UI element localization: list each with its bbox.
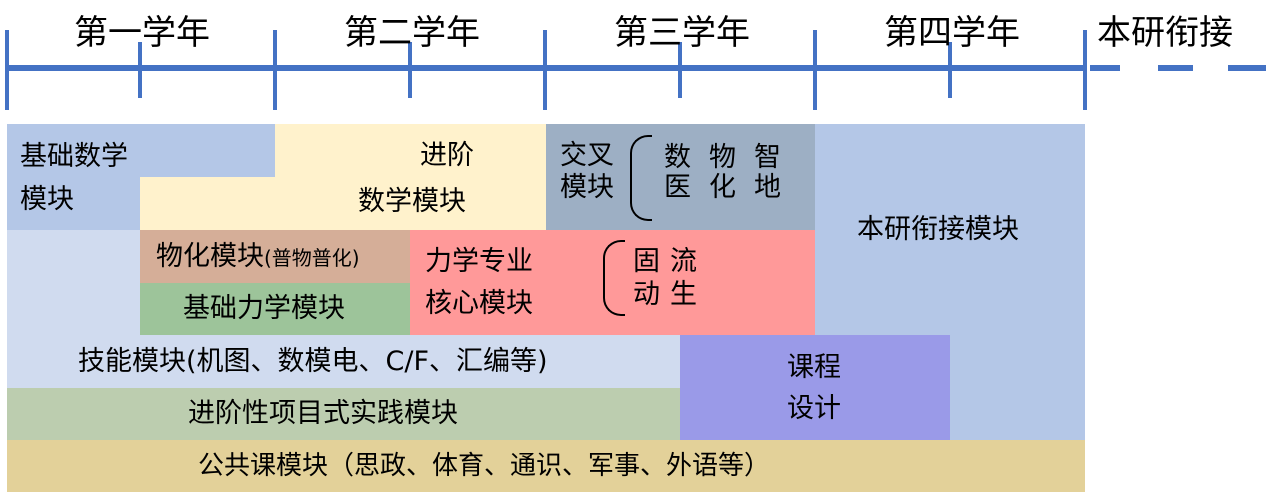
minor-tick (138, 42, 142, 98)
cross-subject: 化 (709, 172, 736, 203)
phys-chem-block (140, 230, 410, 283)
year-2-label: 第二学年 (344, 13, 480, 53)
grad-link-label: 本研衔接 (1097, 13, 1233, 53)
timeline-dash (1228, 65, 1266, 71)
minor-tick (678, 42, 682, 98)
basic-math-line2: 模块 (20, 184, 74, 215)
basic-math-block-lower (7, 177, 140, 230)
cross-subject: 医 (664, 172, 691, 203)
project-label: 进阶性项目式实践模块 (188, 398, 458, 429)
skills-label: 技能模块(机图、数模电、C/F、汇编等) (78, 346, 548, 377)
minor-tick (408, 42, 412, 98)
project-block (7, 388, 680, 440)
grad-link-label: 本研衔接模块 (857, 214, 1019, 245)
mech-subject: 生 (670, 279, 697, 310)
mech-core-line2: 核心模块 (425, 288, 533, 319)
advanced-math-block-lower (140, 177, 275, 230)
basic-mech-block (140, 283, 410, 335)
advanced-math-block (275, 124, 546, 230)
year-4-label: 第四学年 (884, 13, 1020, 53)
brace-icon (603, 240, 625, 316)
basic-math-line1: 基础数学 (20, 141, 128, 172)
brace-icon (630, 135, 652, 221)
public-course-block (7, 440, 1085, 492)
minor-tick (948, 42, 952, 98)
cross-subject: 数 (664, 142, 691, 173)
cross-line1: 交叉 (560, 140, 614, 171)
timeline-dash (1090, 65, 1120, 71)
major-tick (1083, 30, 1087, 110)
cross-subject: 物 (709, 142, 736, 173)
advanced-math-line2: 数学模块 (358, 186, 466, 217)
major-tick (273, 30, 277, 110)
basic-mech-label: 基础力学模块 (183, 293, 345, 324)
timeline-dash (1158, 65, 1193, 71)
mech-subject: 动 (633, 279, 660, 310)
phys-chem-label: 物化模块(普物普化) (156, 237, 360, 278)
mech-subject: 流 (670, 246, 697, 277)
course-design-line2: 设计 (787, 393, 841, 424)
mech-core-line1: 力学专业 (425, 246, 533, 277)
mech-subject: 固 (633, 246, 660, 277)
public-course-label: 公共课模块（思政、体育、通识、军事、外语等） (198, 451, 771, 481)
skills-block (7, 335, 680, 388)
cross-subject: 地 (754, 172, 781, 203)
basic-math-block (7, 124, 275, 177)
year-3-label: 第三学年 (614, 13, 750, 53)
course-design-block (680, 335, 950, 440)
year-1-label: 第一学年 (74, 13, 210, 53)
phys-chem-note: (普物普化) (264, 246, 360, 270)
major-tick (813, 30, 817, 110)
cross-line2: 模块 (560, 172, 614, 203)
advanced-math-line1: 进阶 (420, 140, 474, 171)
cross-subject: 智 (754, 142, 781, 173)
cross-module-block (546, 124, 815, 230)
major-tick (5, 30, 9, 110)
course-design-line1: 课程 (787, 352, 841, 383)
phys-chem-title: 物化模块 (156, 241, 264, 272)
major-tick (543, 30, 547, 110)
